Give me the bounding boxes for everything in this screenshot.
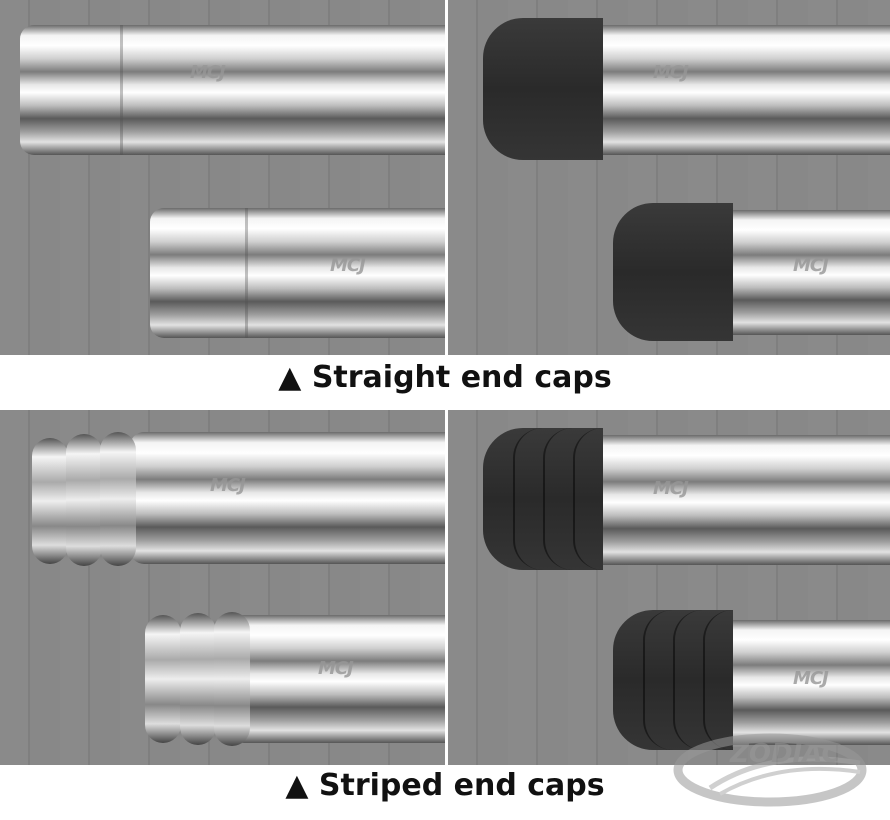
engraving-logo: MCJ xyxy=(190,62,226,83)
muffler-large xyxy=(130,432,445,564)
engraving-logo: MCJ xyxy=(330,255,366,276)
engraving-logo: MCJ xyxy=(210,475,246,496)
end-cap-black xyxy=(613,203,733,341)
engraving-logo: MCJ xyxy=(653,478,689,499)
photo-striped-chrome: MCJ MCJ xyxy=(0,410,445,765)
engraving-logo: MCJ xyxy=(793,255,829,276)
watermark-text: ZODIAC xyxy=(729,739,841,769)
end-cap-striped xyxy=(483,428,603,570)
photo-straight-chrome: MCJ MCJ xyxy=(0,0,445,355)
muffler-small xyxy=(230,615,445,743)
engraving-logo: MCJ xyxy=(653,62,689,83)
end-cap-striped xyxy=(613,610,733,750)
muffler-large xyxy=(548,25,890,155)
caption-straight-end-caps: ▲ Straight end caps xyxy=(278,360,612,395)
muffler-large xyxy=(20,25,445,155)
muffler-small xyxy=(150,208,445,338)
engraving-logo: MCJ xyxy=(793,668,829,689)
zodiac-watermark-logo: ZODIAC xyxy=(673,733,867,807)
engraving-logo: MCJ xyxy=(318,658,354,679)
muffler-large xyxy=(548,435,890,565)
end-cap-black xyxy=(483,18,603,160)
photo-straight-black: MCJ MCJ xyxy=(448,0,890,355)
caption-striped-end-caps: ▲ Striped end caps xyxy=(285,768,605,803)
photo-striped-black: MCJ MCJ xyxy=(448,410,890,765)
